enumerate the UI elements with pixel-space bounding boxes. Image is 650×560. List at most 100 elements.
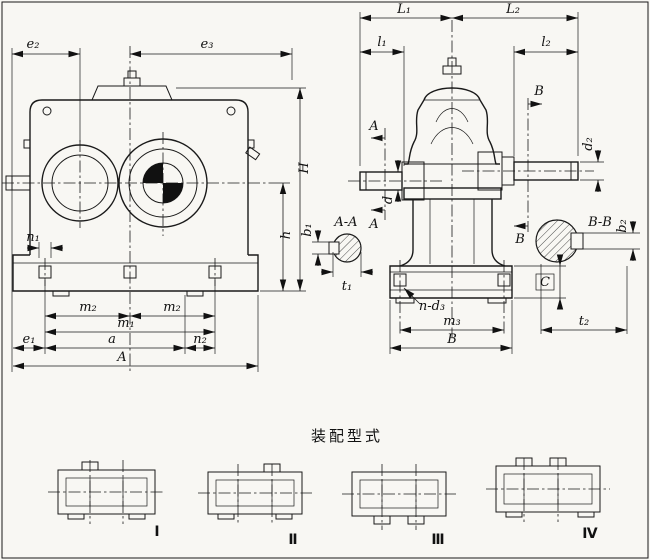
variant-3-label: Ⅲ	[431, 532, 444, 548]
dim-label-a: a	[108, 332, 116, 347]
dimensions-side: L₁ L₂ l₁ l₂ A A B B	[300, 2, 640, 354]
dim-C: C	[514, 254, 566, 310]
shaft-stub	[81, 461, 99, 471]
dim-label-m3: m₃	[443, 314, 461, 329]
dim-label-n2: n₂	[193, 332, 207, 347]
side-view	[348, 20, 594, 338]
dim-label-l1: l₁	[377, 35, 386, 50]
dim-l1: l₁	[360, 35, 405, 166]
dim-label-e2: e₂	[27, 37, 40, 52]
dim-label-d: d	[381, 196, 396, 204]
dim-label-l2: l₂	[541, 35, 550, 50]
foundation-hole	[497, 273, 511, 287]
dim-label-L2: L₂	[505, 2, 520, 17]
shaft-stub	[407, 515, 425, 525]
dim-label-b1: b₁	[300, 223, 315, 237]
shaft-stub	[549, 457, 567, 467]
section-view-aa: A-A	[328, 215, 362, 263]
shaft-stub	[515, 457, 533, 467]
oil-plug	[245, 146, 261, 161]
dim-m3: m₃	[400, 314, 504, 334]
dim-label-A: A	[116, 350, 126, 365]
variant-3: Ⅲ	[342, 464, 456, 548]
section-bb-label: B-B	[587, 215, 612, 230]
dim-l2: l₂	[513, 35, 578, 156]
dim-label-t2: t₂	[579, 314, 589, 329]
output-shaft	[513, 161, 579, 181]
foundation-slot	[38, 265, 52, 279]
dim-L1: L₁	[359, 2, 452, 166]
dim-t1: t₁	[321, 252, 373, 294]
cutting-plane-B: B B	[514, 84, 544, 247]
dim-d: d	[381, 160, 402, 204]
dim-L2: L₂	[452, 2, 579, 156]
assembly-variants: Ⅰ Ⅱ Ⅲ	[48, 457, 610, 548]
dim-t2: t₂	[540, 264, 628, 334]
shaft-stub	[373, 515, 391, 525]
foundation-slot	[208, 265, 222, 279]
dim-b2: b₂	[583, 219, 640, 261]
dim-m2-left: m₂	[44, 280, 130, 354]
keyway-bb	[570, 232, 584, 250]
bolt-boss-right	[226, 106, 236, 116]
foundation-slot	[123, 265, 137, 279]
dim-b1: b₁	[300, 223, 329, 266]
cutting-label-A-bottom: A	[368, 217, 378, 232]
dim-A: A	[13, 295, 259, 372]
dimensions-front: e₂ e₃ H h n₁ m₂	[11, 37, 312, 372]
dim-e3: e₃	[130, 37, 293, 80]
dim-d2: d₂	[580, 137, 604, 192]
assembly-title: 装配型式	[311, 427, 383, 445]
dim-label-b2: b₂	[615, 219, 630, 233]
variant-1-label: Ⅰ	[154, 524, 159, 540]
dim-h: h	[272, 182, 294, 291]
dim-label-e1: e₁	[23, 332, 36, 347]
cutting-label-B-top: B	[533, 84, 544, 99]
cutting-label-A-top: A	[368, 119, 378, 134]
dim-m1: m₁	[45, 316, 215, 336]
dim-label-t1: t₁	[342, 279, 352, 294]
dim-n2: n₂	[185, 332, 215, 352]
dim-label-e3: e₃	[201, 37, 214, 52]
side-base	[389, 265, 513, 299]
inspection-cover	[91, 85, 173, 101]
dim-e2: e₂	[11, 37, 81, 372]
shaft-stub	[5, 175, 31, 191]
base-flange	[12, 254, 259, 292]
dim-label-h: h	[279, 231, 294, 239]
joint-flange	[403, 187, 502, 200]
dim-n1: n₁	[26, 230, 63, 258]
dim-label-m2: m₂	[79, 300, 97, 315]
breather-cap	[123, 77, 141, 87]
variant-1: Ⅰ	[48, 460, 165, 540]
cutting-plane-A: A A	[368, 119, 386, 232]
dim-label-m1: m₁	[117, 316, 135, 331]
input-shaft	[359, 171, 403, 191]
dim-label-n1: n₁	[26, 230, 40, 245]
bolt-boss-left	[42, 106, 52, 116]
cutting-label-B-bottom: B	[514, 232, 525, 247]
foundation-hole	[393, 273, 407, 287]
input-bore	[41, 144, 119, 222]
dim-label-C: C	[540, 275, 550, 290]
dim-label-m2: m₂	[163, 300, 181, 315]
dim-e1: e₁	[13, 332, 45, 352]
dim-label-d2: d₂	[581, 137, 596, 151]
variant-2-label: Ⅱ	[288, 532, 297, 548]
section-view-bb: B-B	[535, 215, 612, 263]
variant-2: Ⅱ	[198, 463, 312, 548]
dim-B-bottom: B	[389, 300, 513, 354]
dim-label-B: B	[446, 332, 457, 347]
front-view	[2, 46, 272, 372]
dim-nd3: n-d₃	[403, 287, 445, 314]
dim-m2-right: m₂	[130, 280, 216, 354]
shaft-stub	[263, 463, 281, 473]
dim-a: a	[45, 295, 186, 354]
dim-label-L1: L₁	[396, 2, 411, 17]
dim-label-nd3: n-d₃	[419, 299, 445, 314]
variant-4: Ⅳ	[486, 457, 610, 542]
variant-4-label: Ⅳ	[582, 526, 598, 542]
